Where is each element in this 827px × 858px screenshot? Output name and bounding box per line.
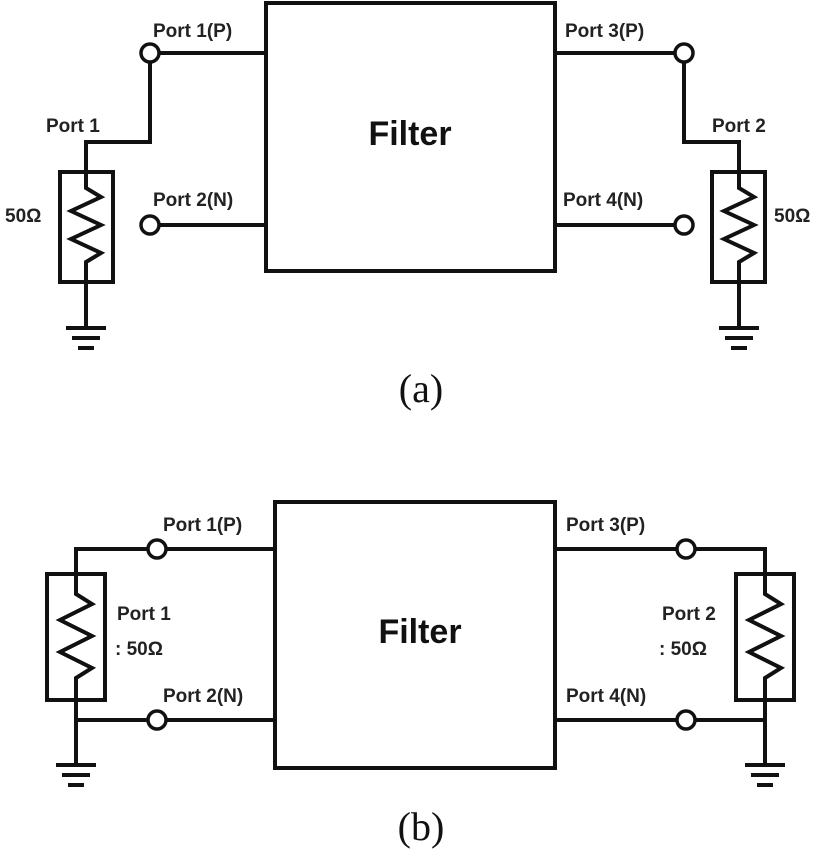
diagram-a: Filter Port 1(P) xyxy=(5,1,810,411)
filter-label-b: Filter xyxy=(378,613,461,651)
wire-right-bottom-b xyxy=(694,698,767,722)
label-port3p-a: Port 3(P) xyxy=(565,21,644,42)
label-port-right-a: Port 2 xyxy=(712,116,766,137)
diagram-b: Filter Port 1(P) Port xyxy=(45,500,796,849)
ground-icon xyxy=(745,763,785,787)
label-port2n-b: Port 2(N) xyxy=(163,686,243,707)
terminal-port4n-a xyxy=(673,214,695,236)
label-load-right-a: 50Ω xyxy=(774,206,810,227)
label-port4n-b: Port 4(N) xyxy=(566,686,646,707)
caption-b: (b) xyxy=(398,804,445,849)
resistor-zigzag-left-b xyxy=(55,572,97,702)
resistor-zigzag-right-a xyxy=(719,170,759,284)
filter-block-a xyxy=(264,1,557,273)
label-load-right-b: : 50Ω xyxy=(659,639,707,660)
label-load-left-b: : 50Ω xyxy=(115,639,163,660)
wire-right-top-b xyxy=(694,547,767,576)
terminal-port4n-b xyxy=(675,709,697,731)
caption-a: (a) xyxy=(399,366,443,411)
terminal-port1p-a xyxy=(139,42,161,64)
terminal-port2n-b xyxy=(146,709,168,731)
terminal-port1p-b xyxy=(146,538,168,560)
label-port-right-b: Port 2 xyxy=(662,604,716,625)
wire-left-to-resistor-a xyxy=(84,140,152,174)
ground-icon xyxy=(66,326,106,350)
label-load-left-a: 50Ω xyxy=(5,206,41,227)
filter-label-a: Filter xyxy=(368,115,451,153)
label-port-left-a: Port 1 xyxy=(46,116,100,137)
terminal-port3p-a xyxy=(673,42,695,64)
resistor-zigzag-left-a xyxy=(66,170,106,284)
terminal-port2n-a xyxy=(139,214,161,236)
label-port-left-b: Port 1 xyxy=(117,604,171,625)
wire-right-to-resistor-a xyxy=(682,140,741,174)
terminal-port3p-b xyxy=(675,538,697,560)
ground-icon xyxy=(719,326,759,350)
label-port3p-b: Port 3(P) xyxy=(566,515,645,536)
label-port2n-a: Port 2(N) xyxy=(153,190,233,211)
label-port1p-a: Port 1(P) xyxy=(153,21,232,42)
wire-left-top-b xyxy=(74,547,149,576)
label-port1p-b: Port 1(P) xyxy=(163,515,242,536)
label-port4n-a: Port 4(N) xyxy=(563,190,643,211)
filter-block-b xyxy=(273,500,557,770)
wire-left-bottom-b xyxy=(74,698,149,722)
ground-icon xyxy=(56,763,96,787)
resistor-zigzag-right-b xyxy=(744,572,786,702)
